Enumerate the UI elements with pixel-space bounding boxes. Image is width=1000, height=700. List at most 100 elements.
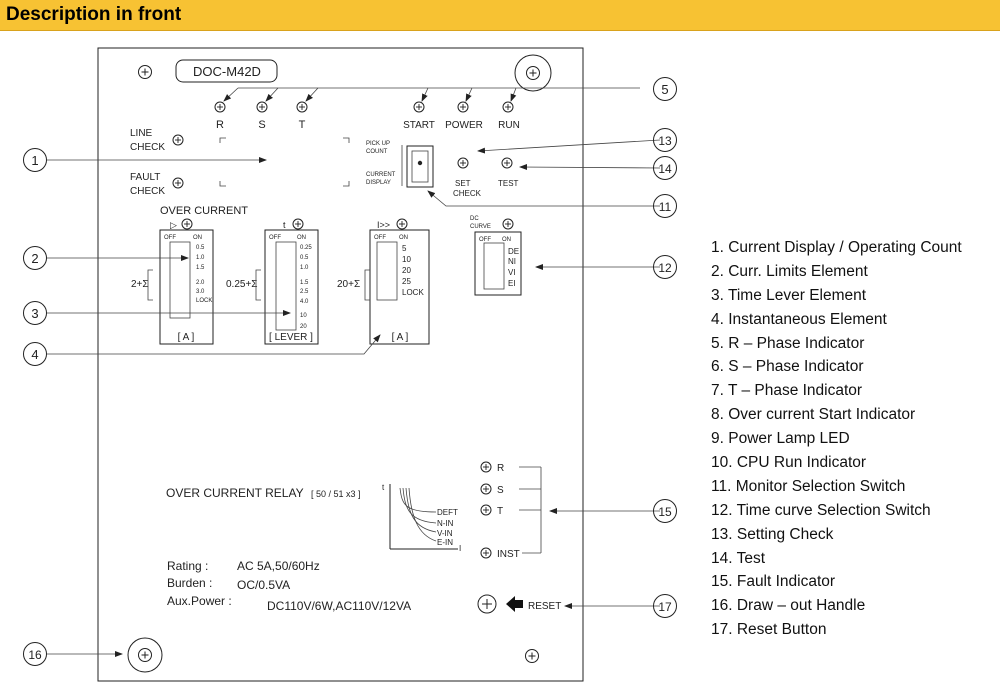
time-current-curve-graph: t I DEFT N-IN V-IN E-IN: [382, 483, 461, 553]
graph-label: V-IN: [437, 529, 453, 538]
switch1-value: LOCK: [196, 298, 212, 304]
fault-inst-led-icon: [480, 547, 492, 559]
dc-curve-label-1: DC: [470, 216, 479, 222]
top-screw-icon: [526, 66, 540, 80]
set-check-button-icon[interactable]: [457, 157, 469, 169]
switch2-value: 4.0: [300, 299, 309, 305]
test-button-icon[interactable]: [501, 157, 513, 169]
legend-item: 15. Fault Indicator: [711, 573, 836, 591]
switch3-dip[interactable]: [376, 241, 398, 301]
fault-t-led-icon: [480, 504, 492, 516]
callout-label: 14: [658, 162, 672, 176]
dc-curve-adjust-icon[interactable]: [502, 218, 514, 230]
callout-label: 3: [31, 306, 38, 321]
switch1-value: 2.0: [196, 280, 205, 286]
callout-5-leaders: [223, 87, 640, 102]
callout-label: 16: [28, 648, 42, 662]
switch1-unit: [ A ]: [178, 332, 195, 343]
led-s-icon: [256, 101, 268, 113]
mount-screw-icon: [138, 65, 152, 79]
switch2-value: 20: [300, 324, 307, 330]
component-legend: 1. Current Display / Operating Count 2. …: [711, 236, 962, 642]
legend-item: 13. Setting Check: [711, 525, 834, 543]
switch2-bracket: [255, 269, 261, 301]
switch3-adjust-icon[interactable]: [396, 218, 408, 230]
switch1-dip[interactable]: [169, 241, 191, 319]
graph-axis-t: t: [382, 483, 385, 492]
top-screw-ring: [514, 54, 552, 92]
draw-out-handle-icon[interactable]: [138, 648, 152, 662]
switch2-on: ON: [297, 235, 306, 241]
line-check-button-icon[interactable]: [172, 134, 184, 146]
led-r-icon: [214, 101, 226, 113]
legend-item: 7. T – Phase Indicator: [711, 382, 863, 400]
burden-value: OC/0.5VA: [237, 578, 290, 592]
switch3-value: 5: [402, 244, 407, 253]
draw-out-handle[interactable]: [127, 637, 163, 673]
switch2-adjust-icon[interactable]: [292, 218, 304, 230]
aux-power-label: Aux.Power :: [167, 594, 232, 608]
switch1-on: ON: [193, 235, 202, 241]
curve-value: DE: [508, 247, 519, 256]
switch3-value: LOCK: [402, 288, 424, 297]
switch3-unit: [ A ]: [392, 332, 409, 343]
callout-label: 13: [658, 134, 672, 148]
switch1-value: 1.5: [196, 265, 205, 271]
reset-arrow-icon: [506, 596, 523, 612]
legend-item: 8. Over current Start Indicator: [711, 406, 916, 424]
rating-value: AC 5A,50/60Hz: [237, 559, 320, 573]
legend-item: 10. CPU Run Indicator: [711, 454, 867, 472]
relay-panel-outline: [97, 47, 584, 682]
switch1-adjust-icon[interactable]: [181, 218, 193, 230]
relay-name: OVER CURRENT RELAY: [166, 486, 304, 500]
bottom-screw-icon: [525, 649, 539, 663]
switch3-value: 25: [402, 277, 411, 286]
callout-label: 17: [658, 600, 672, 614]
header-bar: Description in front: [0, 0, 1000, 31]
callout-label: 1: [31, 153, 38, 168]
fault-s-led-icon: [480, 483, 492, 495]
status-label-start: START: [403, 120, 435, 131]
callout-label: 5: [661, 82, 668, 97]
fault-check-label-2: CHECK: [130, 186, 165, 197]
switch2-value: 0.5: [300, 255, 309, 261]
pickup-label-2: COUNT: [366, 149, 388, 155]
pickup-label-1: PICK UP: [366, 141, 390, 147]
fault-check-label-1: FAULT: [130, 172, 160, 183]
curve-switch-frame: [474, 231, 522, 296]
callout-markers: 1 2 3 4 5 11 12 13 14 15 16 17: [23, 77, 677, 666]
callout-label: 4: [31, 347, 38, 362]
legend-item: 16. Draw – out Handle: [711, 597, 866, 615]
current-display-label-2: DISPLAY: [366, 180, 391, 186]
switch3-prefix: 20+Σ: [337, 279, 360, 290]
led-run-icon: [502, 101, 514, 113]
model-label: DOC-M42D: [193, 64, 261, 79]
switch2-value: 1.0: [300, 265, 309, 271]
page-title: Description in front: [6, 4, 182, 25]
graph-axis-i: I: [459, 544, 461, 553]
callout-label: 11: [659, 200, 672, 214]
graph-label: E-IN: [437, 538, 453, 547]
legend-item: 12. Time curve Selection Switch: [711, 501, 931, 519]
switch2-value: 0.25: [300, 245, 312, 251]
switch1-value: 3.0: [196, 289, 205, 295]
curve-selection-switch[interactable]: [483, 242, 505, 290]
monitor-selection-switch[interactable]: [406, 145, 434, 188]
reset-button[interactable]: [477, 594, 497, 614]
graph-label: DEFT: [437, 508, 458, 517]
switch3-on: ON: [399, 235, 408, 241]
switch2-dip[interactable]: [275, 241, 297, 331]
model-badge: [175, 59, 278, 83]
burden-label: Burden :: [167, 576, 212, 590]
over-current-label: OVER CURRENT: [160, 205, 248, 217]
callout-label: 2: [31, 251, 38, 266]
switch3-values: 5 10 20 25 LOCK: [402, 244, 424, 297]
fault-check-button-icon[interactable]: [172, 177, 184, 189]
switch2-unit: [ LEVER ]: [269, 332, 313, 343]
curve-value: EI: [508, 279, 516, 288]
test-label: TEST: [498, 179, 519, 188]
switch1-frame: [159, 229, 214, 345]
curve-value: NI: [508, 257, 516, 266]
monitor-switch-slot: [411, 150, 429, 183]
